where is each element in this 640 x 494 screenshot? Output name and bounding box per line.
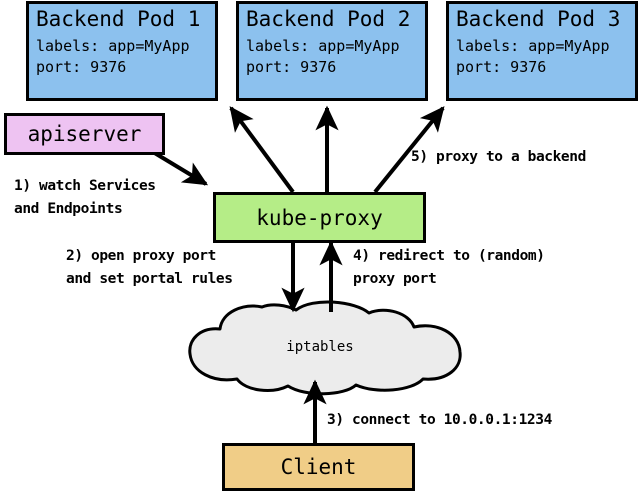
step-3-label: 3) connect to 10.0.0.1:1234 [327, 409, 552, 432]
backend-pod-1-labels: labels: app=MyApp [36, 37, 190, 55]
apiserver-box: apiserver [4, 113, 165, 155]
backend-pod-1-port: port: 9376 [36, 58, 127, 76]
iptables-label: iptables [286, 339, 354, 355]
backend-pod-3-title: Backend Pod 3 [456, 7, 621, 31]
step-2-line-2: and set portal rules [66, 271, 233, 287]
arrow-apiserver-to-kube-proxy [151, 150, 209, 186]
step-1-line-1: 1) watch Services [14, 178, 156, 194]
arrow-kube-proxy-to-pod-3 [373, 106, 445, 194]
backend-pod-3-labels: labels: app=MyApp [456, 37, 610, 55]
step-5-line-1: 5) proxy to a backend [411, 149, 586, 165]
step-4-label: 4) redirect to (random) proxy port [353, 245, 545, 291]
backend-pod-2-labels: labels: app=MyApp [246, 37, 400, 55]
backend-pod-2-box: Backend Pod 2 labels: app=MyApp port: 93… [236, 1, 428, 101]
backend-pod-2-title: Backend Pod 2 [246, 7, 411, 31]
step-1-line-2: and Endpoints [14, 201, 123, 217]
step-4-line-1: 4) redirect to (random) [353, 248, 545, 264]
kube-proxy-label: kube-proxy [256, 205, 383, 230]
client-box: Client [222, 443, 415, 491]
kube-proxy-box: kube-proxy [213, 192, 426, 243]
client-label: Client [280, 455, 357, 479]
arrow-kube-proxy-to-pod-1 [229, 106, 295, 194]
step-1-label: 1) watch Services and Endpoints [14, 175, 156, 221]
iptables-cloud [188, 300, 462, 396]
step-4-line-2: proxy port [353, 271, 437, 287]
apiserver-label: apiserver [27, 122, 142, 146]
step-2-line-1: 2) open proxy port [66, 248, 216, 264]
backend-pod-2-port: port: 9376 [246, 58, 337, 76]
backend-pod-3-port: port: 9376 [456, 58, 547, 76]
step-3-line-1: 3) connect to 10.0.0.1:1234 [327, 412, 552, 428]
backend-pod-3-box: Backend Pod 3 labels: app=MyApp port: 93… [446, 1, 638, 101]
backend-pod-1-title: Backend Pod 1 [36, 7, 201, 31]
step-2-label: 2) open proxy port and set portal rules [66, 245, 233, 291]
backend-pod-1-box: Backend Pod 1 labels: app=MyApp port: 93… [26, 1, 218, 101]
step-5-label: 5) proxy to a backend [411, 146, 586, 169]
